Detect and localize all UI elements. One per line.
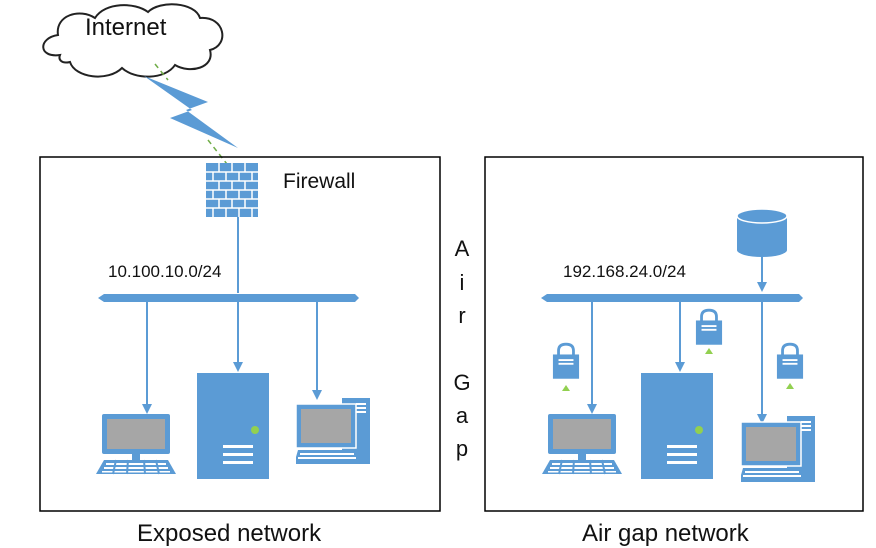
airgap-laptop-icon	[542, 414, 622, 475]
exposed-network-bus	[98, 294, 359, 302]
internet-label: Internet	[85, 14, 167, 41]
firewall-label: Firewall	[283, 170, 356, 193]
lock-icon	[695, 308, 723, 346]
lightning-link-icon	[144, 76, 238, 148]
airgap-network-bus	[541, 294, 803, 302]
exposed-network-caption: Exposed network	[137, 520, 322, 547]
air-gap-letter: G	[453, 370, 471, 395]
exposed-laptop-icon	[96, 414, 176, 475]
airgap-network-box	[484, 156, 864, 512]
air-gap-letter: a	[455, 403, 469, 428]
airgap-desktop-icon	[741, 416, 815, 483]
exposed-desktop-icon	[296, 398, 370, 465]
internet-cloud-icon	[42, 3, 224, 78]
air-gap-letter: i	[459, 270, 465, 295]
air-gap-letter: r	[458, 303, 466, 328]
firewall-icon	[206, 163, 258, 217]
lock-icon	[552, 342, 580, 380]
air-gap-letter: A	[454, 236, 470, 261]
airgap-server-icon	[641, 373, 713, 479]
lock-icon	[776, 342, 804, 380]
exposed-server-icon	[197, 373, 269, 479]
airgap-network-caption: Air gap network	[582, 520, 749, 547]
database-icon	[736, 208, 788, 257]
airgap-subnet-label: 192.168.24.0/24	[563, 262, 686, 281]
exposed-subnet-label: 10.100.10.0/24	[108, 262, 222, 281]
air-gap-letter: p	[455, 436, 469, 461]
exposed-network-box	[39, 156, 441, 512]
